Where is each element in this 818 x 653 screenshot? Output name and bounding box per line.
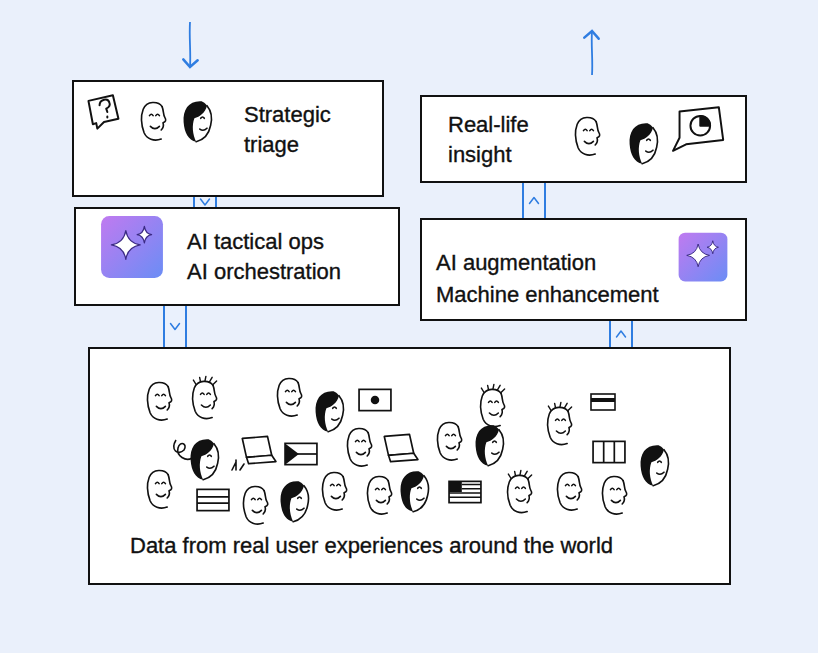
box-caption: Data from real user experiences around t… [130, 531, 720, 561]
connector-band-fill [165, 306, 185, 347]
output-arrow [591, 31, 593, 75]
person-doodle [148, 471, 172, 509]
person-doodle [630, 123, 658, 164]
connector-band-fill [195, 197, 215, 207]
person-doodle [193, 376, 217, 418]
box-label: AI tactical ops [187, 227, 397, 257]
box-label: AI augmentation [436, 248, 696, 278]
person-doodle [316, 391, 344, 432]
input-arrow [189, 22, 191, 67]
person-doodle [142, 103, 166, 141]
person-doodle [476, 425, 504, 466]
person-doodle [281, 481, 309, 522]
person-doodle [191, 439, 219, 480]
process-box: Data from real user experiences around t… [88, 347, 731, 585]
process-box: AI augmentationMachine enhancement [420, 218, 747, 321]
arrow-chevron [530, 198, 539, 204]
person-doodle [148, 383, 172, 421]
person-doodle [481, 384, 505, 426]
arrow-chevron [617, 331, 626, 337]
arrow-chevron [201, 199, 210, 205]
flow-connector [617, 321, 626, 347]
flow-connector [201, 197, 210, 207]
card-doodle [591, 394, 615, 410]
process-box: AI tactical opsAI orchestration [74, 207, 400, 306]
person-doodle [244, 487, 268, 525]
person-doodle [641, 445, 669, 486]
flow-connector [171, 306, 180, 347]
person-doodle [576, 118, 600, 156]
box-label: Strategic triage [244, 100, 374, 160]
flag-doodle [285, 443, 317, 464]
question-bubble-icon [88, 95, 118, 128]
laptop-doodle [242, 436, 276, 463]
connector-band-edge [522, 183, 546, 218]
ai-sparkle-icon [679, 233, 728, 282]
person-doodle [348, 429, 372, 467]
sprout-doodle [232, 460, 244, 470]
squiggle-doodle [174, 440, 192, 459]
connector-band-fill [611, 321, 631, 347]
connector-band-edge [609, 321, 633, 347]
process-box: Real-life insight [420, 95, 747, 183]
flow-connector [530, 183, 539, 218]
ai-sparkle-icon [101, 216, 163, 278]
box-label: AI orchestration [187, 257, 397, 287]
process-box: Strategic triage [72, 80, 384, 197]
person-doodle [368, 477, 392, 515]
laptop-doodle [384, 434, 418, 461]
flag-doodle [593, 441, 625, 462]
box-label: Machine enhancement [436, 280, 736, 310]
arrow-chevron [171, 324, 180, 330]
person-doodle [278, 379, 302, 417]
flag-doodle [449, 481, 481, 502]
person-doodle [548, 402, 572, 444]
person-doodle [401, 471, 429, 512]
person-doodle [438, 423, 462, 461]
person-doodle [184, 101, 212, 142]
flag-doodle [359, 389, 391, 410]
person-doodle [323, 473, 347, 511]
connector-band-edge [163, 306, 187, 347]
person-doodle [603, 477, 627, 515]
chart-bubble-icon [673, 107, 723, 151]
box-label: Real-life insight [448, 110, 558, 170]
person-doodle [508, 470, 532, 512]
connector-band-fill [524, 183, 544, 218]
flag-doodle [197, 489, 229, 510]
person-doodle [558, 473, 582, 511]
connector-band-edge [193, 197, 217, 207]
